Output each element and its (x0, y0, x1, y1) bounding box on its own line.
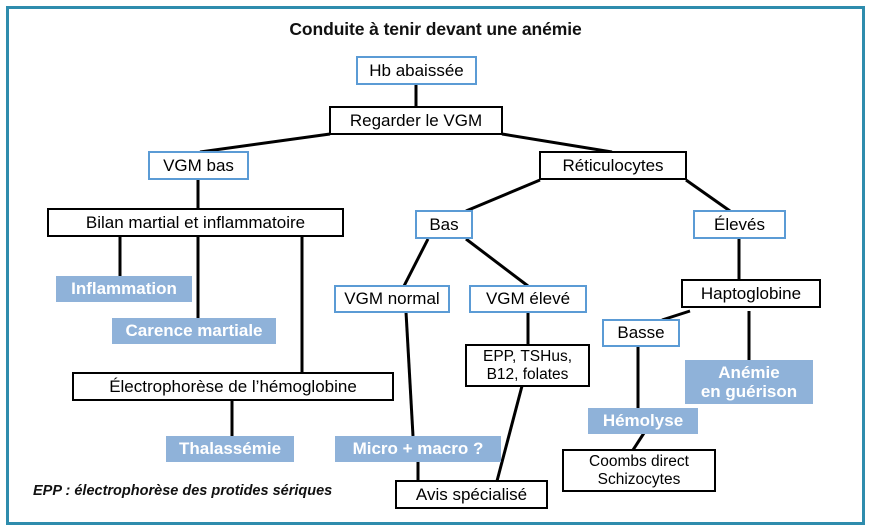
node-vgm-eleve[interactable]: VGM élevé (469, 285, 587, 313)
edge-retic-eleves (685, 178, 731, 213)
edge-epp-avis (495, 385, 524, 482)
node-inflammation[interactable]: Inflammation (56, 276, 192, 302)
node-vgm-normal[interactable]: VGM normal (334, 285, 450, 313)
node-anemie-en-guerison[interactable]: Anémie en guérison (685, 360, 813, 404)
edge-bas-vgmnormal (402, 238, 430, 287)
edge-vgm-vgmbas (199, 132, 331, 154)
node-epp-tshus[interactable]: EPP, TSHus, B12, folates (465, 344, 590, 387)
edge-bas-vgmeleve (465, 237, 529, 288)
node-micro-macro[interactable]: Micro + macro ? (335, 436, 501, 462)
node-hemolyse[interactable]: Hémolyse (588, 408, 698, 434)
node-hb-abaissee[interactable]: Hb abaissée (356, 56, 477, 85)
node-vgm-bas[interactable]: VGM bas (148, 151, 249, 180)
page-title: Conduite à tenir devant une anémie (289, 19, 582, 39)
node-basse[interactable]: Basse (602, 319, 680, 347)
edge-vgm-retic (501, 132, 613, 154)
edge-retic-bas (465, 178, 541, 213)
node-bas[interactable]: Bas (415, 210, 473, 239)
node-regarder-le-vgm[interactable]: Regarder le VGM (329, 106, 503, 135)
node-carence-martiale[interactable]: Carence martiale (112, 318, 276, 344)
node-bilan-martial[interactable]: Bilan martial et inflammatoire (47, 208, 344, 237)
edge-vgmnormal-micromacro (404, 311, 415, 437)
node-thalassemie[interactable]: Thalassémie (166, 436, 294, 462)
node-eleves[interactable]: Élevés (693, 210, 786, 239)
edge-hemolyse-coombs (631, 432, 646, 451)
node-haptoglobine[interactable]: Haptoglobine (681, 279, 821, 308)
node-electrophorese-hb[interactable]: Électrophorèse de l’hémoglobine (72, 372, 394, 401)
node-reticulocytes[interactable]: Réticulocytes (539, 151, 687, 180)
footnote-epp: EPP : électrophorèse des protides sériqu… (33, 483, 333, 499)
node-avis-specialise[interactable]: Avis spécialisé (395, 480, 548, 509)
node-coombs-direct[interactable]: Coombs direct Schizocytes (562, 449, 716, 492)
